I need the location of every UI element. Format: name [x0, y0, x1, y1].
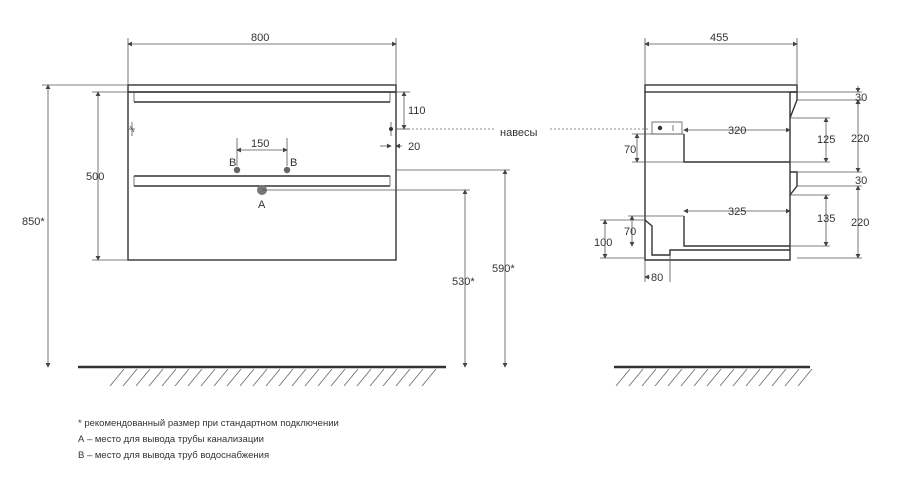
dim-body-height: 500 [86, 171, 104, 183]
hanger-point-icon [389, 127, 393, 131]
note-pipe-b: В – место для вывода труб водоснабжения [78, 450, 270, 461]
dim-width: 800 [251, 32, 269, 44]
side-floor-hatch [615, 368, 813, 387]
dim-depth: 455 [710, 32, 728, 44]
hanger-label: навесы [500, 127, 538, 139]
front-countertop [127, 84, 397, 93]
dim-mount-530: 530* [452, 276, 475, 288]
note-recommended: * рекомендованный размер при стандартном… [78, 418, 339, 429]
dim-30b: 30 [855, 175, 867, 187]
lower-drawer [683, 216, 790, 247]
dim-mount-590: 590* [492, 263, 515, 275]
side-view: 455 320 325 30 220 30 220 125 135 7 [594, 32, 869, 387]
dim-30a: 30 [855, 92, 867, 104]
upper-drawer [683, 134, 790, 163]
dim-220b: 220 [851, 217, 869, 229]
pipe-b-right [283, 166, 291, 174]
dim-side-offset: 20 [408, 141, 420, 153]
dim-320: 320 [728, 125, 746, 137]
dim-220a: 220 [851, 133, 869, 145]
dim-325: 325 [728, 206, 746, 218]
note-pipe-a: А – место для вывода трубы канализации [78, 434, 264, 445]
side-countertop [644, 84, 798, 93]
pipe-b-left [233, 166, 241, 174]
label-b-left: B [229, 157, 236, 169]
dim-70a: 70 [624, 144, 636, 156]
dim-70b: 70 [624, 226, 636, 238]
dim-total-height: 850* [22, 216, 45, 228]
hanger-bracket [651, 121, 683, 135]
dim-125: 125 [817, 134, 835, 146]
dim-pipe-spacing: 150 [251, 138, 269, 150]
dim-80: 80 [651, 272, 663, 284]
front-view: B B A 150 800 500 850* 110 20 53 [22, 32, 515, 387]
label-a: A [258, 199, 266, 211]
side-cabinet-body [644, 92, 791, 261]
front-floor-hatch [109, 368, 437, 387]
dim-100: 100 [594, 237, 612, 249]
dim-top-offset: 110 [408, 105, 426, 117]
front-cabinet-body [127, 91, 397, 261]
label-b-right: B [290, 157, 297, 169]
dim-135: 135 [817, 213, 835, 225]
